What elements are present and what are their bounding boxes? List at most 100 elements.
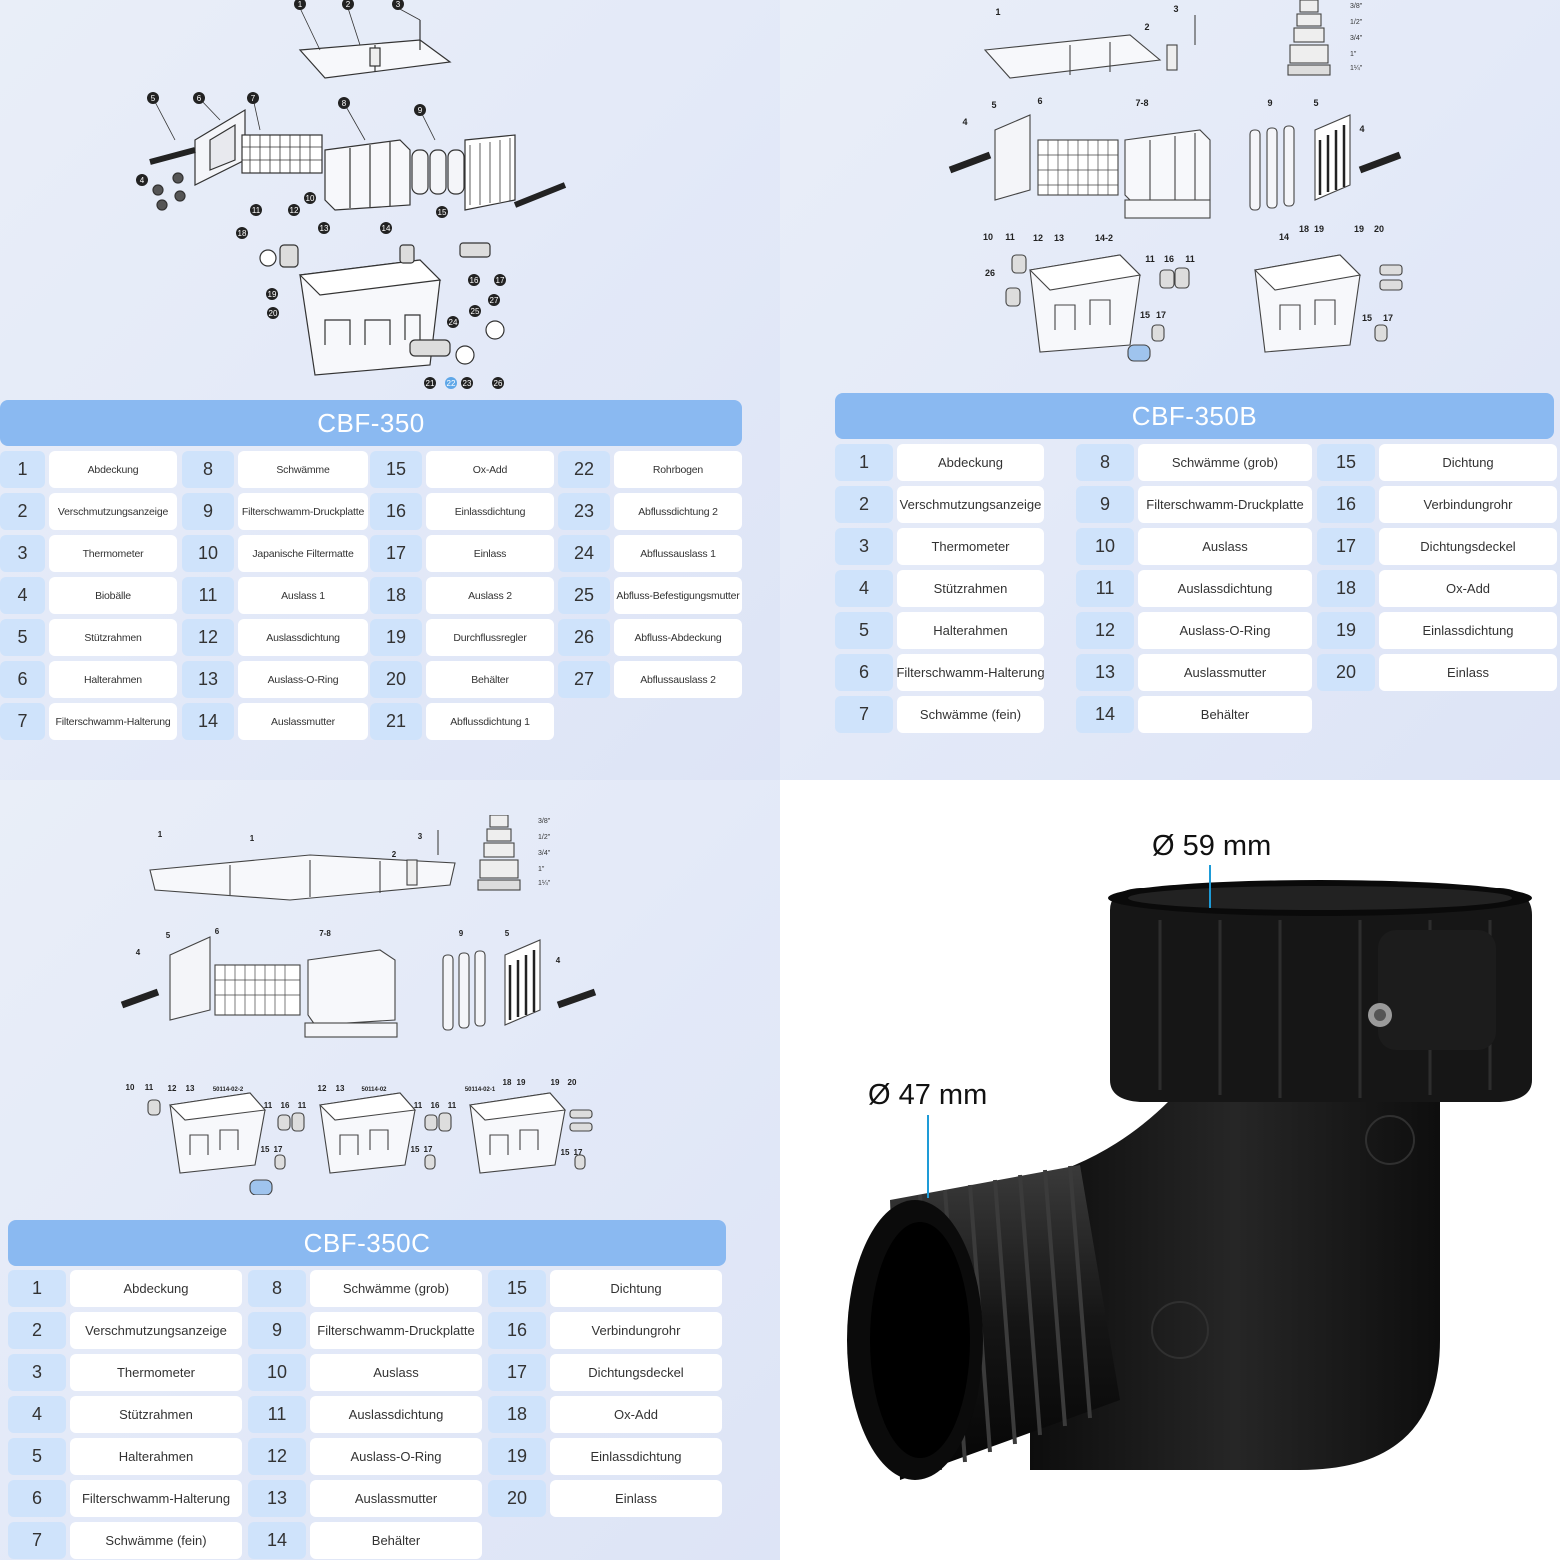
d1-label: 13	[320, 224, 329, 233]
part-name: Auslassdichtung	[310, 1396, 482, 1433]
part-number: 26	[558, 619, 610, 656]
d1-label: 18	[238, 229, 247, 238]
part-name: Auslassmutter	[238, 703, 368, 740]
d3-label: 19	[551, 1078, 560, 1087]
part-name: Auslassmutter	[1138, 654, 1312, 691]
d2-label: 4	[1359, 124, 1364, 134]
part-name: Stützrahmen	[70, 1396, 242, 1433]
part-number: 5	[835, 612, 893, 649]
part-name: Abflussauslass 2	[614, 661, 742, 698]
d2-label: 20	[1374, 224, 1384, 234]
d1-label: 7	[251, 94, 256, 103]
part-name: Abdeckung	[70, 1270, 242, 1307]
d1-label: 26	[494, 379, 503, 388]
part-name: Japanische Filtermatte	[238, 535, 368, 572]
cbf-350b-exploded-diagram: 1 2 3 4 5 6 7-8 9 5 4 10 11 12 13 14-2 1…	[930, 0, 1410, 380]
part-number: 12	[1076, 612, 1134, 649]
part-name: Filterschwamm-Halterung	[70, 1480, 242, 1517]
part-name: Abfluss-Abdeckung	[614, 619, 742, 656]
d3-label: 17	[424, 1145, 433, 1154]
part-number: 1	[8, 1270, 66, 1307]
part-name: Dichtung	[1379, 444, 1557, 481]
d2-label: 18	[1299, 224, 1309, 234]
part-number: 6	[835, 654, 893, 691]
d2-label: 14	[1279, 232, 1289, 242]
part-number: 2	[835, 486, 893, 523]
part-name: Dichtung	[550, 1270, 722, 1307]
part-number: 4	[835, 570, 893, 607]
part-number: 8	[248, 1270, 306, 1307]
part-number: 11	[182, 577, 234, 614]
d1-label: 8	[342, 99, 347, 108]
part-name: Filterschwamm-Halterung	[49, 703, 177, 740]
d3-label: 11	[264, 1101, 273, 1110]
part-name: Auslass 2	[426, 577, 554, 614]
d3-label: 16	[431, 1101, 440, 1110]
elbow-fitting-image	[847, 865, 1532, 1480]
part-number: 16	[488, 1312, 546, 1349]
d1-label: 6	[197, 94, 202, 103]
part-name: Abflussdichtung 2	[614, 493, 742, 530]
d3-label: 1	[158, 830, 163, 839]
part-number: 9	[182, 493, 234, 530]
d2-label: 5	[991, 100, 996, 110]
part-number: 1	[0, 451, 45, 488]
part-number: 24	[558, 535, 610, 572]
d2-label: 26	[985, 268, 995, 278]
part-number: 12	[182, 619, 234, 656]
part-number: 11	[1076, 570, 1134, 607]
part-number: 8	[1076, 444, 1134, 481]
d3-label: 15	[261, 1145, 270, 1154]
part-name: Filterschwamm-Druckplatte	[1138, 486, 1312, 523]
d2-label: 11	[1145, 254, 1155, 264]
d2-label: 4	[962, 117, 967, 127]
part-name: Thermometer	[70, 1354, 242, 1391]
cbf-350b-title: CBF-350B	[835, 393, 1554, 439]
fitting-size-label: 1"	[538, 866, 545, 873]
part-name: Filterschwamm-Druckplatte	[310, 1312, 482, 1349]
part-name: Rohrbogen	[614, 451, 742, 488]
part-number: 18	[370, 577, 422, 614]
d1-label: 15	[438, 208, 447, 217]
fitting-size-label: 1¼"	[1350, 65, 1363, 72]
part-number: 16	[370, 493, 422, 530]
part-name: Auslass-O-Ring	[310, 1438, 482, 1475]
cbf-350b-panel: 1 2 3 4 5 6 7-8 9 5 4 10 11 12 13 14-2 1…	[780, 0, 1560, 780]
part-number: 18	[1317, 570, 1375, 607]
part-name: Filterschwamm-Druckplatte	[238, 493, 368, 530]
d1-label: 4	[140, 176, 145, 185]
part-number: 20	[370, 661, 422, 698]
d2-label: 16	[1164, 254, 1174, 264]
d3-label: 3	[418, 832, 423, 841]
d1-label: 1	[298, 0, 303, 9]
d3-label: 4	[136, 948, 141, 957]
d1-label: 3	[396, 0, 401, 9]
d3-label: 20	[568, 1078, 577, 1087]
d3-label: 16	[281, 1101, 290, 1110]
part-number: 27	[558, 661, 610, 698]
d3-label: 18	[503, 1078, 512, 1087]
part-name: Schwämme (grob)	[310, 1270, 482, 1307]
part-name: Verschmutzungsanzeige	[49, 493, 177, 530]
part-name: Stützrahmen	[49, 619, 177, 656]
part-number: 19	[488, 1438, 546, 1475]
d2-label: 6	[1037, 96, 1042, 106]
elbow-fitting-panel: Ø 59 mm Ø 47 mm	[780, 780, 1560, 1560]
fitting-size-label: 1"	[1350, 51, 1357, 58]
part-name: Durchflussregler	[426, 619, 554, 656]
part-number: 3	[835, 528, 893, 565]
part-number: 22	[558, 451, 610, 488]
part-name: Stützrahmen	[897, 570, 1044, 607]
d2-label: 12	[1033, 233, 1043, 243]
part-name: Einlassdichtung	[1379, 612, 1557, 649]
part-name: Schwämme (fein)	[897, 696, 1044, 733]
d3-label: 7-8	[319, 929, 331, 938]
part-number: 3	[0, 535, 45, 572]
part-name: Behälter	[426, 661, 554, 698]
cbf-350c-exploded-diagram: 1 1 2 3 4 5 6 7-8 9 5 4 10 11 12 13 5011…	[110, 815, 610, 1195]
part-name: Thermometer	[897, 528, 1044, 565]
d3-label: 13	[336, 1084, 345, 1093]
d1-label: 12	[290, 206, 299, 215]
d3-label: 50114-02	[361, 1087, 387, 1093]
part-name: Schwämme	[238, 451, 368, 488]
